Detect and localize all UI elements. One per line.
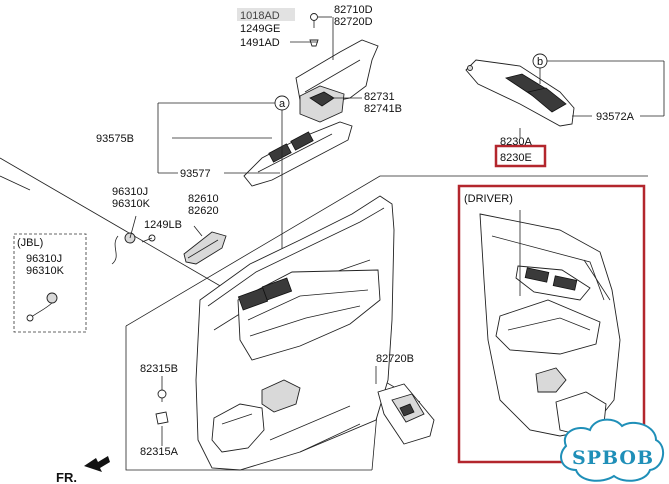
reference-line-short: [0, 175, 31, 191]
part-8230E-highlight-box: [494, 144, 547, 168]
label-8230A: 8230A: [500, 136, 532, 148]
grey-label-bg: [237, 8, 295, 21]
label-jbl: (JBL): [17, 237, 43, 249]
label-93577: 93577: [180, 168, 211, 180]
label-1249GE: 1249GE: [240, 23, 280, 35]
label-96310J: 96310J: [112, 186, 148, 198]
label-82315A: 82315A: [140, 446, 179, 458]
jbl-option-box: [13, 233, 87, 333]
label-8230E: 8230E: [500, 152, 532, 164]
driver-window-switch-assembly: [465, 59, 575, 127]
inside-handle-part: [183, 231, 227, 265]
power-window-switch-panel: [243, 121, 353, 187]
label-1249LB: 1249LB: [144, 219, 182, 231]
label-front: FR.: [56, 470, 77, 484]
driver-door-trim-panel: [479, 210, 621, 437]
label-82741B: 82741B: [364, 103, 402, 115]
label-82315B: 82315B: [140, 363, 178, 375]
label-82720D: 82720D: [334, 16, 373, 28]
speaker-cover-part: [375, 366, 435, 445]
label-82610: 82610: [188, 193, 219, 205]
label-96310K: 96310K: [112, 198, 151, 210]
watermark-text: SPBOB: [572, 447, 654, 469]
label-1018AD: 1018AD: [240, 10, 280, 22]
driver-highlight-box: [457, 184, 646, 464]
label-82720B: 82720B: [376, 353, 414, 365]
label-jbl-96310K: 96310K: [26, 265, 65, 277]
callout-a-label: a: [279, 98, 286, 110]
label-93572A: 93572A: [596, 111, 635, 123]
clip-82315A: [155, 411, 169, 425]
screw-1018AD: [310, 13, 318, 28]
label-jbl-96310J: 96310J: [26, 253, 62, 265]
spbob-watermark: SPBOB: [560, 418, 665, 482]
label-93575B: 93575B: [96, 133, 134, 145]
speaker-wire-part: [111, 215, 137, 265]
callout-a-circle: [274, 95, 290, 111]
label-82620: 82620: [188, 205, 219, 217]
clip-82315B: [157, 389, 167, 402]
label-driver: (DRIVER): [464, 193, 513, 205]
jbl-speaker-wire-part: [26, 292, 58, 322]
door-trim-panel: [125, 175, 648, 471]
clip-1491AD: [309, 39, 319, 47]
front-arrow-icon: [84, 456, 110, 472]
label-1491AD: 1491AD: [240, 37, 280, 49]
label-82731: 82731: [364, 91, 395, 103]
callout-b-label: b: [537, 56, 543, 68]
label-82710D: 82710D: [334, 4, 373, 16]
